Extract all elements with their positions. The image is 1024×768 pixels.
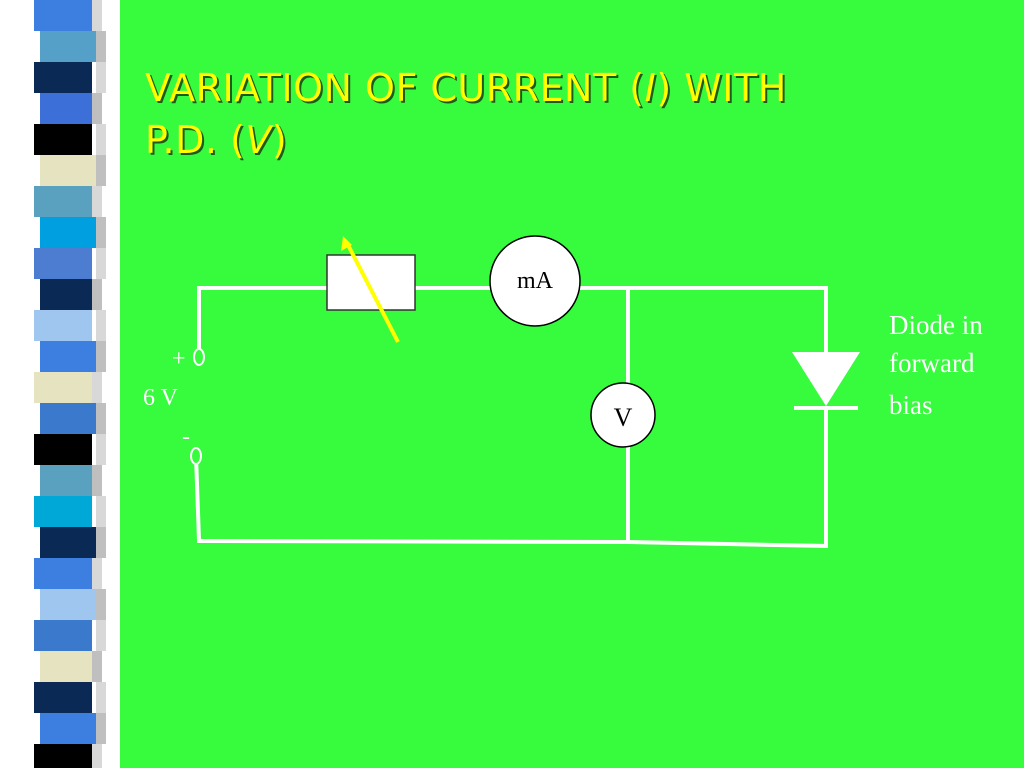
stripe-block	[34, 682, 92, 713]
stripe-block	[40, 651, 98, 682]
negative-terminal	[190, 447, 202, 465]
slide-title: VARIATION OF CURRENT (I) WITH P.D. (V)	[145, 62, 985, 166]
diode-note-line2: forward	[889, 348, 975, 378]
stripe-thread	[92, 93, 102, 124]
stripe-block	[34, 186, 92, 217]
stripe-block	[34, 620, 92, 651]
stripe-thread	[92, 372, 102, 403]
stripe-thread	[96, 620, 106, 651]
stripe-thread	[92, 744, 102, 768]
stripe-block	[34, 496, 92, 527]
diode-triangle	[792, 352, 860, 406]
stripe-thread	[96, 31, 106, 62]
stripe-thread	[92, 465, 102, 496]
stripe-block	[40, 31, 98, 62]
stripe-block	[40, 403, 98, 434]
title-line1-prefix: VARIATION OF CURRENT (	[145, 66, 645, 110]
wire-bottom	[196, 538, 829, 549]
pd-symbol: V	[245, 118, 272, 162]
stripe-block	[40, 217, 98, 248]
stripe-thread	[96, 217, 106, 248]
stripe-block	[34, 62, 92, 93]
stripe-thread	[96, 713, 106, 744]
stripe-block	[34, 558, 92, 589]
rheostat	[326, 254, 416, 311]
stripe-block	[40, 155, 98, 186]
stripe-block	[40, 527, 98, 558]
stripe-thread	[96, 403, 106, 434]
stripe-thread	[96, 248, 106, 279]
stripe-block	[40, 279, 98, 310]
stripe-block	[40, 713, 98, 744]
stripe-thread	[96, 62, 106, 93]
stripe-thread	[96, 341, 106, 372]
supply-voltage-label: 6 V	[143, 385, 179, 411]
stripe-block	[34, 310, 92, 341]
stripe-block	[34, 0, 92, 31]
stripe-thread	[96, 155, 106, 186]
stripe-thread	[96, 310, 106, 341]
decorative-stripe-border	[0, 0, 120, 768]
stripe-block	[40, 465, 98, 496]
stripe-thread	[92, 0, 102, 31]
stripe-block	[34, 248, 92, 279]
voltmeter	[590, 382, 656, 448]
stripe-thread	[96, 496, 106, 527]
stripe-thread	[96, 434, 106, 465]
voltmeter-label: V	[614, 403, 633, 432]
stripe-thread	[96, 589, 106, 620]
ammeter-label: mA	[517, 268, 554, 294]
positive-terminal	[193, 348, 205, 366]
stripe-block	[34, 372, 92, 403]
stripe-block	[34, 124, 92, 155]
stripe-thread	[92, 651, 102, 682]
stripe-block	[34, 744, 92, 768]
rheostat-arrow-icon	[341, 236, 352, 251]
minus-sign: -	[182, 424, 190, 450]
stripe-thread	[92, 186, 102, 217]
stripe-thread	[96, 124, 106, 155]
diode-note-line3: bias	[889, 390, 933, 420]
stripe-block	[40, 93, 98, 124]
stripe-block	[34, 434, 92, 465]
ammeter	[489, 235, 581, 327]
title-line2-prefix: P.D. (	[145, 118, 246, 162]
title-line1-suffix: ) WITH	[656, 66, 787, 110]
wire-left-upper	[197, 286, 329, 359]
current-symbol: I	[644, 66, 657, 110]
stripe-thread	[92, 558, 102, 589]
stripe-thread	[96, 527, 106, 558]
wire-left-lower	[193, 453, 202, 543]
stripe-block	[40, 341, 98, 372]
stripe-block	[40, 589, 98, 620]
diode-note-line1: Diode in	[889, 310, 983, 340]
title-line2-suffix: )	[271, 118, 288, 162]
stripe-thread	[92, 279, 102, 310]
rheostat-arrow-shaft	[345, 242, 400, 343]
plus-sign: +	[172, 346, 186, 372]
stripe-thread	[96, 682, 106, 713]
